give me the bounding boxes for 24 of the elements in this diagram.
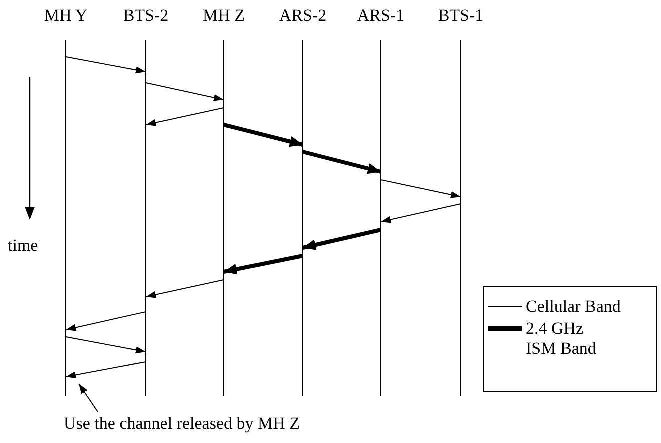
lifeline-header: BTS-1: [437, 6, 485, 26]
lifeline-header: MH Y: [43, 6, 89, 26]
message-arrow: [66, 336, 146, 354]
lifeline-header: ARS-1: [356, 6, 406, 26]
message-arrow: [302, 228, 382, 250]
message-arrow: [66, 56, 146, 74]
message-arrow: [66, 312, 146, 332]
lifeline-header: MH Z: [202, 6, 246, 26]
leader-line: [78, 384, 98, 412]
lifeline-header: ARS-2: [278, 6, 328, 26]
note-text: Use the channel released by MH Z: [64, 414, 300, 434]
message-arrow: [146, 82, 224, 102]
message-arrow: [302, 150, 382, 174]
legend-text: 2.4 GHz ISM Band: [526, 319, 598, 359]
axis-label: time: [8, 236, 38, 256]
message-arrow: [224, 123, 304, 148]
message-arrow: [380, 180, 462, 198]
message-arrow: [66, 362, 146, 379]
message-arrow: [224, 254, 304, 275]
message-arrow: [146, 108, 224, 126]
lifeline-header: BTS-2: [122, 6, 170, 26]
legend-text: Cellular Band: [526, 297, 622, 317]
message-arrow: [380, 204, 462, 224]
message-arrow: [146, 280, 224, 298]
